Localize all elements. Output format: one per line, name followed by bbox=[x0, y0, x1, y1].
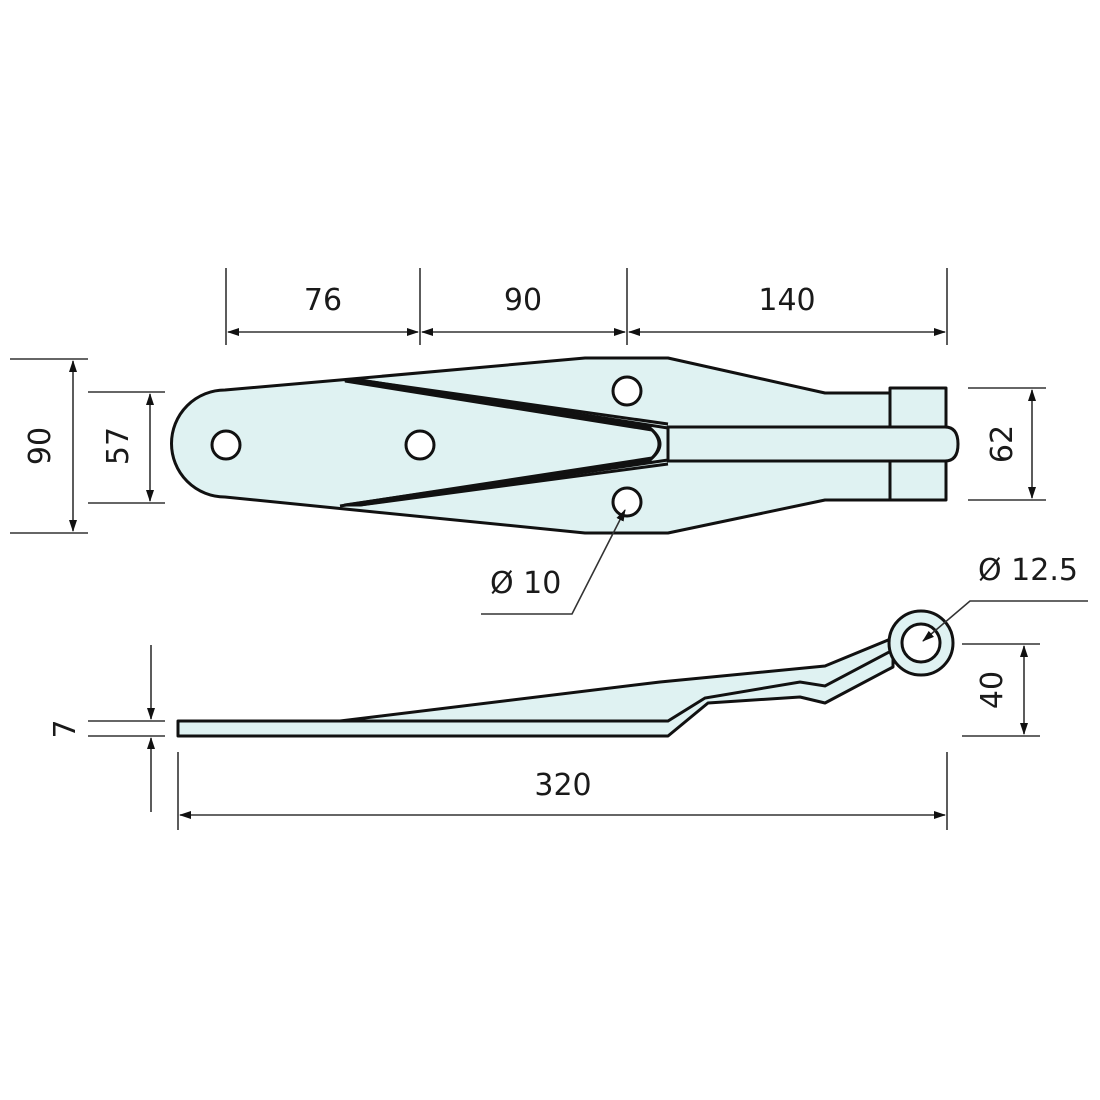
knuckle-block-top bbox=[888, 386, 948, 429]
pin-hole bbox=[900, 622, 942, 664]
dim-label-pin-diameter: Ø 12.5 bbox=[978, 553, 1078, 588]
knuckle-strip bbox=[666, 425, 960, 463]
dim-label-62: 62 bbox=[985, 425, 1020, 463]
dim-pin-height: 40 bbox=[962, 643, 1040, 737]
callout-hole-diameter: Ø 10 bbox=[481, 509, 626, 615]
top-view: 76 90 140 90 57 62 Ø 10 bbox=[10, 268, 1046, 615]
dim-thickness: 7 bbox=[48, 645, 165, 812]
dim-vertical-left: 90 57 bbox=[10, 358, 165, 534]
dim-label-40: 40 bbox=[975, 671, 1010, 709]
dim-horizontal-top: 76 90 140 bbox=[225, 268, 948, 345]
hole-3 bbox=[611, 375, 643, 407]
dim-overall-length: 320 bbox=[177, 752, 948, 830]
dim-label-140: 140 bbox=[758, 283, 815, 318]
leaf-outline bbox=[170, 356, 892, 535]
dim-label-7: 7 bbox=[48, 719, 83, 738]
hole-2 bbox=[404, 429, 436, 461]
dim-label-hole-diameter: Ø 10 bbox=[490, 566, 561, 601]
side-profile bbox=[176, 636, 895, 738]
dim-label-76: 76 bbox=[304, 283, 342, 318]
hole-4 bbox=[611, 486, 643, 518]
dim-label-320: 320 bbox=[534, 768, 591, 803]
dim-vertical-right: 62 bbox=[968, 387, 1046, 501]
dim-label-90-vertical: 90 bbox=[23, 427, 58, 465]
dim-label-90-horizontal: 90 bbox=[504, 283, 542, 318]
hole-1 bbox=[210, 429, 242, 461]
side-view: 7 320 40 Ø 12.5 bbox=[48, 553, 1088, 830]
dim-label-57: 57 bbox=[101, 427, 136, 465]
knuckle-block-bottom bbox=[888, 459, 948, 502]
callout-pin-diameter: Ø 12.5 bbox=[922, 553, 1088, 642]
